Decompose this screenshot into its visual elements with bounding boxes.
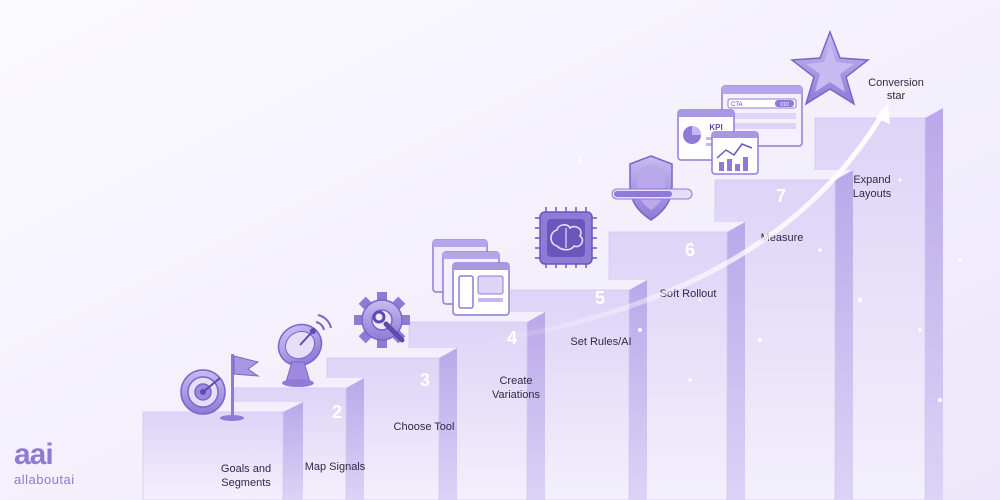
pillar-side-3 <box>439 348 457 500</box>
pillar-side-7 <box>835 170 853 500</box>
pillar-side-2 <box>346 378 364 500</box>
cta-label: CTA <box>731 102 743 108</box>
conversion-star-icon <box>789 29 871 106</box>
pillar-top-4 <box>409 312 545 322</box>
pillar-side-8 <box>925 108 943 500</box>
step-label-2: Map Signals <box>305 461 366 473</box>
pillar-top-5 <box>511 280 647 290</box>
pillar-side-5 <box>629 280 647 500</box>
step-number-7: 7 <box>776 186 786 206</box>
pillar-side-1 <box>283 402 303 500</box>
sparkles <box>578 158 962 402</box>
pillar-top-3 <box>327 348 457 358</box>
progress-arrowhead <box>876 104 890 124</box>
step-number-5: 5 <box>595 288 605 308</box>
step-number-2: 2 <box>332 402 342 422</box>
step-pillar-1 <box>142 402 303 500</box>
kpi-dashboard-icon: CTA 010 KPI <box>677 85 803 175</box>
shield-progress-icon <box>611 155 693 221</box>
pillar-top-8 <box>815 108 943 118</box>
gear-wrench-icon <box>354 292 410 348</box>
brand-name: allaboutai <box>14 472 75 487</box>
pillar-side-4 <box>527 312 545 500</box>
pillar-side-6 <box>727 222 745 500</box>
satellite-dish-icon <box>277 314 332 387</box>
pillar-top-6 <box>609 222 745 232</box>
step-label-3: Choose Tool <box>394 421 455 433</box>
pillar-front-1 <box>142 411 284 500</box>
brain-chip-icon <box>535 207 597 268</box>
step-number-3: 3 <box>420 370 430 390</box>
target-flag-icon <box>180 354 260 421</box>
kpi-label: KPI <box>709 123 722 132</box>
pillar-top-1 <box>143 402 303 412</box>
cta-value: 010 <box>780 102 789 108</box>
step-number-6: 6 <box>685 240 695 260</box>
layout-windows-icon <box>432 239 510 316</box>
brand-logo: aai <box>14 438 54 471</box>
step-label-5: Set Rules/AI <box>570 336 631 348</box>
progress-arrow <box>467 107 888 348</box>
